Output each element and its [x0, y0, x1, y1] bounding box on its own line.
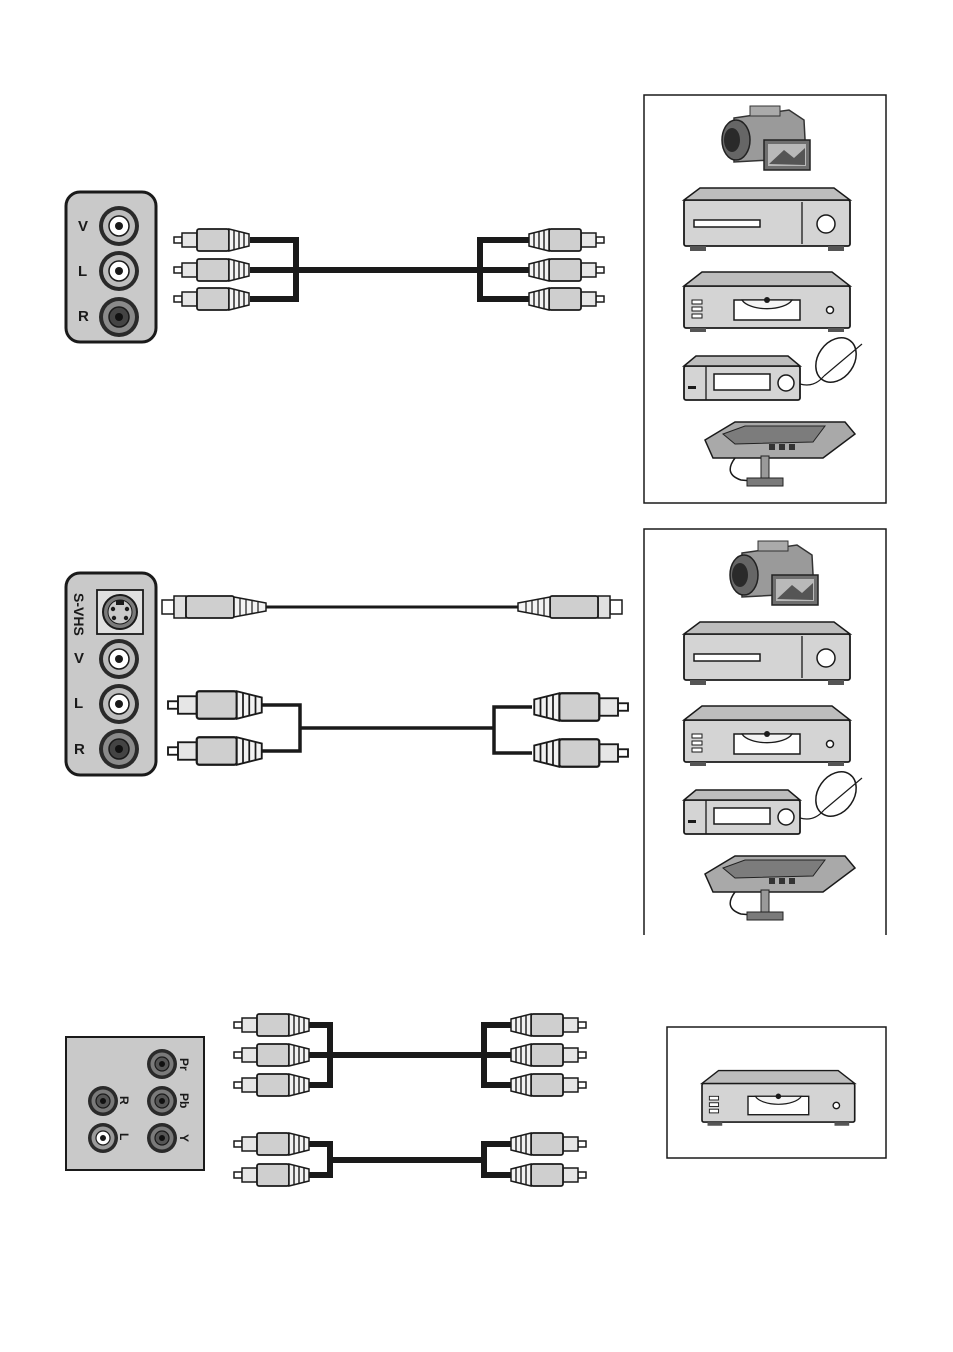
svhs-label-v: V [74, 650, 84, 667]
component-plug-right-pb[interactable] [511, 1044, 586, 1066]
pr-jack[interactable] [147, 1049, 177, 1079]
av-plug-right-audio-r[interactable] [529, 288, 604, 310]
svhs-plug-left[interactable] [162, 596, 266, 618]
audio-r-label: R [117, 1096, 131, 1105]
av-device-box [644, 95, 886, 503]
svhs-video-jack[interactable] [99, 639, 139, 679]
svhs-left-audio-jack[interactable] [99, 684, 139, 724]
av-right-audio-jack[interactable] [99, 297, 139, 337]
component-plug-left-y[interactable] [234, 1074, 309, 1096]
svhs-cable [162, 596, 622, 618]
av-cable-plugs-right [529, 229, 604, 310]
av-cable-plugs-left [174, 229, 249, 310]
svhs-label-l: L [74, 695, 83, 712]
svhs-audio-plug-left-l[interactable] [168, 691, 262, 719]
component-audio-plug-left-l[interactable] [234, 1164, 309, 1186]
y-jack[interactable] [147, 1123, 177, 1153]
dvd-player-icon [684, 272, 850, 332]
pr-label: Pr [177, 1058, 191, 1071]
svhs-input-panel: S-VHS V L R [66, 573, 156, 775]
av-left-audio-jack[interactable] [99, 251, 139, 291]
component-plug-right-y[interactable] [511, 1074, 586, 1096]
svhs-jack[interactable] [97, 590, 143, 634]
av-plug-right-video[interactable] [529, 229, 604, 251]
av-plug-left-audio-l[interactable] [174, 259, 249, 281]
av-cable [250, 240, 530, 299]
component-audio-plug-right-l[interactable] [511, 1164, 586, 1186]
av-input-panel: V L R [66, 192, 156, 342]
svhs-right-audio-jack[interactable] [99, 729, 139, 769]
component-audio-cable [290, 1144, 522, 1175]
camcorder-icon [730, 541, 818, 605]
component-device-box [667, 1027, 886, 1158]
av-label-r: R [78, 308, 89, 325]
component-plug-left-pr[interactable] [234, 1014, 309, 1036]
component-audio-plug-left-r[interactable] [234, 1133, 309, 1155]
av-plug-left-video[interactable] [174, 229, 249, 251]
svhs-device-box [644, 529, 886, 935]
pb-jack[interactable] [147, 1086, 177, 1116]
component-audio-plug-right-r[interactable] [511, 1133, 586, 1155]
component-plug-left-pb[interactable] [234, 1044, 309, 1066]
av-label-v: V [78, 218, 88, 235]
dvd-player-icon [684, 706, 850, 766]
component-video-cable [290, 1025, 522, 1085]
dvd-player-icon [702, 1071, 855, 1126]
satellite-receiver-icon [684, 764, 865, 834]
svhs-audio-plug-left-r[interactable] [168, 737, 262, 765]
svhs-label: S-VHS [71, 593, 87, 636]
svhs-audio-plug-right-l[interactable] [534, 693, 628, 721]
audio-l-label: L [117, 1133, 131, 1140]
av-plug-left-audio-r[interactable] [174, 288, 249, 310]
component-input-panel: Pr Pb Y R L [66, 1037, 204, 1170]
game-console-icon [705, 856, 855, 920]
vcr-icon [684, 622, 850, 685]
av-plug-right-audio-l[interactable] [529, 259, 604, 281]
component-plug-right-pr[interactable] [511, 1014, 586, 1036]
audio-left-jack[interactable] [88, 1123, 118, 1153]
svhs-audio-plug-right-r[interactable] [534, 739, 628, 767]
svhs-label-r: R [74, 741, 85, 758]
av-video-jack[interactable] [99, 206, 139, 246]
vcr-icon [684, 188, 850, 251]
svhs-plug-right[interactable] [518, 596, 622, 618]
svhs-audio-cable [262, 705, 532, 753]
audio-right-jack[interactable] [88, 1086, 118, 1116]
av-label-l: L [78, 263, 87, 280]
y-label: Y [177, 1134, 191, 1142]
pb-label: Pb [177, 1093, 191, 1108]
